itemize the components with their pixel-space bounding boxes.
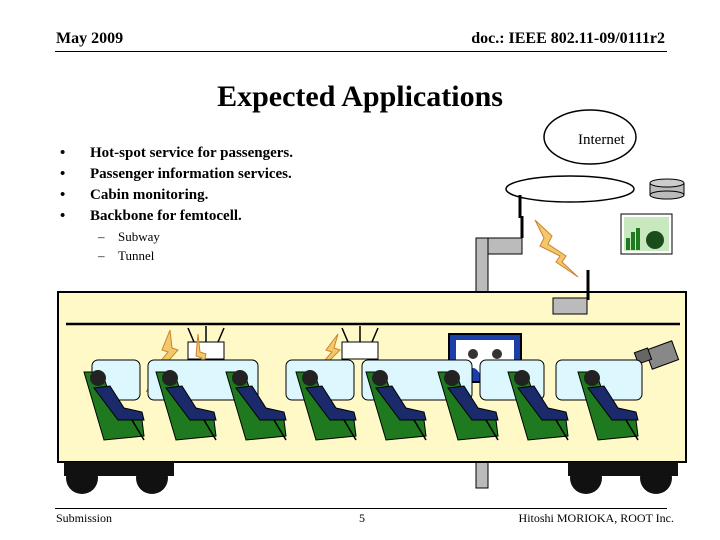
lightning-icon	[534, 219, 579, 278]
passenger-icon	[225, 370, 287, 441]
footer-submission: Submission	[56, 511, 113, 525]
bullet-item: •Backbone for femtocell.	[60, 208, 242, 224]
passenger-icon	[295, 370, 357, 441]
bullet-item: •Passenger information services.	[60, 166, 292, 182]
wheel-set	[64, 462, 678, 494]
network-bus	[505, 175, 635, 203]
server-icon	[649, 178, 685, 200]
footer-rule	[55, 508, 667, 509]
bullet-item: •Cabin monitoring.	[60, 187, 209, 203]
monitor-icon	[620, 213, 673, 255]
passenger-icon	[83, 370, 145, 441]
antenna-icon	[487, 237, 523, 255]
slide-title: Expected Applications	[217, 80, 503, 113]
passenger-icon	[155, 370, 217, 441]
sub-bullet-item: –Tunnel	[98, 248, 155, 263]
header-date: May 2009	[56, 30, 124, 47]
passenger-icon	[437, 370, 499, 441]
footer-author: Hitoshi MORIOKA, ROOT Inc.	[518, 511, 674, 525]
camera-icon	[633, 340, 680, 370]
passenger-icon	[507, 370, 569, 441]
passenger-icon	[577, 370, 639, 441]
antenna-icon	[341, 326, 379, 360]
bullet-item: •Hot-spot service for passengers.	[60, 145, 294, 161]
bullet-list: •Hot-spot service for passengers. •Passe…	[60, 143, 390, 265]
cloud-icon	[543, 109, 637, 165]
header-rule	[55, 51, 667, 52]
internet-label: Internet	[578, 132, 625, 148]
page-number: 5	[359, 511, 365, 525]
header-doc-id: doc.: IEEE 802.11-09/0111r2	[471, 30, 665, 47]
passenger-icon	[365, 370, 427, 441]
sub-bullet-item: –Subway	[98, 229, 160, 244]
